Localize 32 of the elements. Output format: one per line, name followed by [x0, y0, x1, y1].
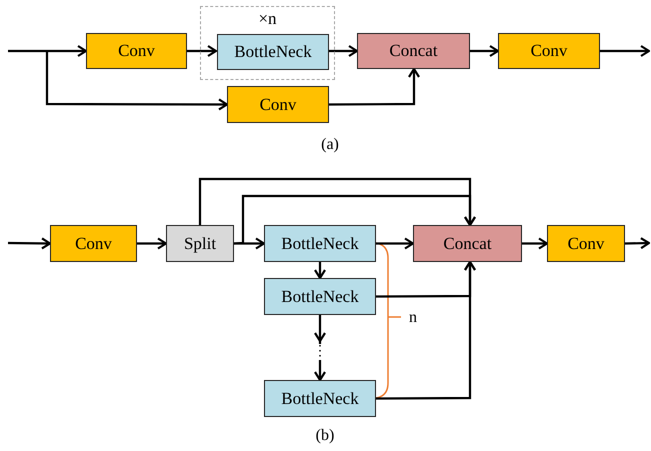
arrow	[329, 68, 420, 106]
arrow	[376, 237, 414, 250]
process-box: Conv	[227, 86, 329, 123]
process-box: Concat	[357, 33, 470, 69]
arrow	[376, 260, 476, 400]
arrow	[234, 194, 476, 245]
arrow	[137, 237, 168, 250]
arrow	[8, 44, 88, 58]
arrow	[187, 44, 218, 58]
process-box: Conv	[50, 225, 137, 262]
process-box: Conv	[498, 33, 600, 69]
repeat-group	[200, 6, 335, 80]
brace-label: n	[409, 310, 417, 326]
caption: (a)	[321, 137, 339, 153]
repeat-label: ×n	[258, 9, 277, 29]
arrow	[314, 315, 326, 380]
process-box: BottleNeck	[217, 34, 329, 70]
arrow	[600, 44, 650, 58]
arrow	[328, 44, 358, 58]
process-box: BottleNeck	[264, 225, 376, 262]
process-box: Conv	[547, 225, 625, 262]
arrow	[46, 51, 228, 111]
arrow	[624, 237, 650, 250]
arrow	[314, 262, 326, 280]
arrow	[522, 237, 548, 250]
process-box: BottleNeck	[264, 380, 376, 417]
arrow	[8, 237, 52, 250]
arrow	[470, 44, 500, 58]
process-box: Conv	[86, 33, 187, 69]
process-box: Split	[166, 225, 234, 262]
process-box: Concat	[413, 225, 522, 262]
process-box: BottleNeck	[264, 278, 376, 315]
